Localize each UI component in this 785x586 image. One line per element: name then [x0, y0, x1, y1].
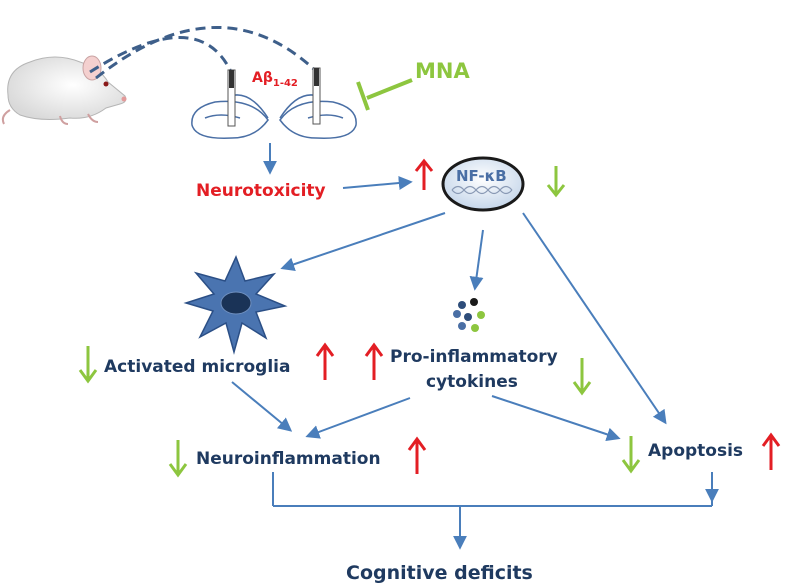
cytokines-label-line1: Pro-inflammatory	[390, 347, 558, 367]
cognitive-deficits-label: Cognitive deficits	[346, 562, 533, 584]
brain-outline	[191, 94, 357, 139]
microglia-nucleus-icon	[220, 291, 252, 315]
arrow-nfkb-to-cytokines	[469, 229, 484, 291]
nfkb-up-arrow	[414, 158, 434, 190]
arrow-cytokines-to-neuroinflammation	[305, 397, 411, 439]
cannulas	[227, 67, 321, 127]
cannula-wires	[89, 25, 319, 80]
apoptosis-down-arrow	[621, 436, 641, 474]
merge-connector	[272, 472, 719, 550]
microglia-down-arrow	[78, 346, 98, 384]
abeta-subscript: 1-42	[273, 78, 298, 89]
rat-illustration	[1, 55, 127, 125]
cytokines-down-arrow	[572, 358, 592, 396]
nfkb-label: NF-κB	[456, 167, 507, 185]
activated-microglia-label: Activated microglia	[104, 357, 290, 377]
neurotoxicity-label: Neurotoxicity	[196, 181, 326, 201]
abeta-label: Aβ1-42	[252, 70, 298, 89]
cytokines-up-arrow	[364, 342, 384, 380]
arrow-nfkb-to-apoptosis	[522, 212, 667, 425]
dna-helix-icon	[451, 185, 513, 195]
abeta-main: Aβ	[252, 70, 273, 86]
mna-inhibitor	[356, 78, 413, 111]
arrow-cytokines-to-apoptosis	[491, 395, 621, 442]
arrow-neurotoxicity-to-nfkb	[342, 176, 413, 190]
apoptosis-label: Apoptosis	[648, 441, 743, 461]
arrow-microglia-to-neuroinflammation	[231, 381, 293, 432]
cytokine-dots-icon	[453, 298, 485, 332]
nfkb-down-arrow	[546, 166, 566, 198]
apoptosis-up-arrow	[761, 432, 781, 470]
neuroinflammation-down-arrow	[168, 440, 188, 478]
cytokines-label-line2: cytokines	[426, 372, 518, 392]
neuroinflammation-label: Neuroinflammation	[196, 449, 381, 469]
nfkb-node	[441, 156, 525, 212]
mna-label: MNA	[415, 59, 470, 83]
neuroinflammation-up-arrow	[407, 436, 427, 474]
arrow-nfkb-to-microglia	[280, 212, 446, 272]
microglia-up-arrow	[315, 342, 335, 380]
